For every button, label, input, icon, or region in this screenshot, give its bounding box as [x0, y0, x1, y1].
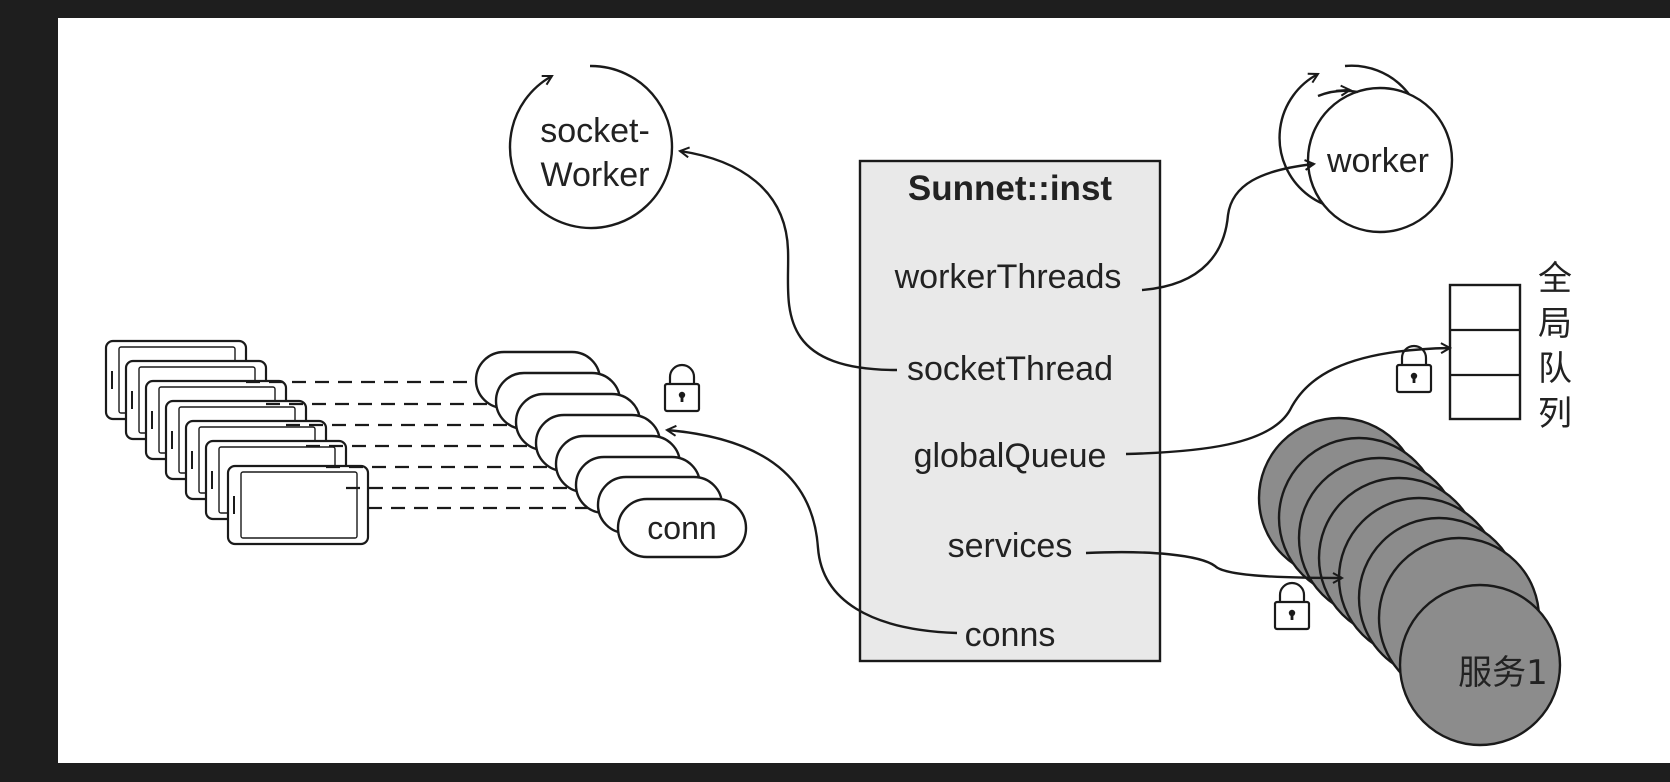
- sunnet-title: Sunnet::inst: [908, 169, 1112, 208]
- worker-node: worker: [1278, 64, 1454, 234]
- member-worker-threads: workerThreads: [894, 258, 1122, 296]
- services-stack: 服务1: [1257, 416, 1562, 747]
- global-queue-label-1: 全: [1538, 259, 1572, 299]
- tablet-device-icon: [226, 464, 370, 546]
- socket-worker-node: socket- Worker: [508, 64, 674, 230]
- worker-label: worker: [1326, 142, 1429, 180]
- conns-arrow: [667, 430, 958, 635]
- socket-worker-label-1: socket-: [540, 112, 650, 150]
- sunnet-inst-box: Sunnet::inst workerThreads socketThread …: [858, 159, 1162, 663]
- service-label: 服务1: [1458, 653, 1548, 693]
- global-queue-label-4: 列: [1538, 394, 1572, 434]
- socket-worker-label-2: Worker: [541, 156, 650, 194]
- client-connection-lines: [246, 380, 620, 510]
- global-queue-arrow: [1125, 348, 1450, 456]
- global-queue-node: 全 局 队 列: [1448, 259, 1572, 434]
- worker-threads-arrow: [1141, 164, 1314, 292]
- member-conns: conns: [965, 616, 1056, 654]
- member-global-queue: globalQueue: [914, 437, 1107, 475]
- socket-thread-arrow: [680, 151, 898, 372]
- global-queue-label-3: 队: [1538, 349, 1572, 389]
- conn-stack: conn: [474, 350, 748, 559]
- socket-worker-loop-arrow: [508, 64, 674, 230]
- member-services: services: [948, 527, 1073, 565]
- services-arrow: [1085, 550, 1342, 578]
- member-socket-thread: socketThread: [907, 350, 1113, 388]
- conn-label: conn: [647, 510, 716, 546]
- global-queue-label-2: 局: [1538, 304, 1572, 344]
